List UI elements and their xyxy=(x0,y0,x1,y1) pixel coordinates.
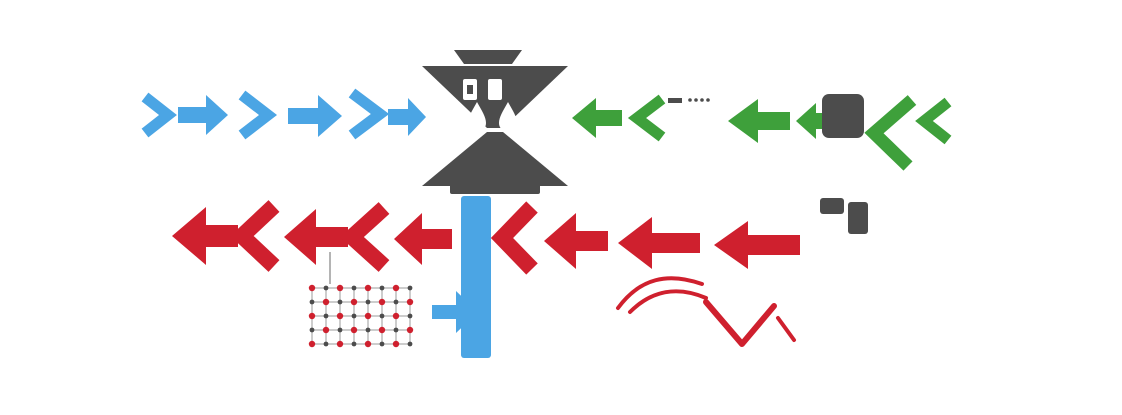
red-arrow-icon xyxy=(394,213,452,265)
lattice-atom xyxy=(309,327,315,333)
red-zigzag xyxy=(703,299,777,347)
lattice-atom xyxy=(364,284,372,292)
hourglass-base xyxy=(450,182,540,194)
lattice-atom xyxy=(407,341,413,347)
dot-mark xyxy=(694,98,698,102)
lattice-atom xyxy=(407,285,413,291)
lattice-atom xyxy=(350,326,358,334)
card-icon-mark xyxy=(467,85,473,94)
red-arrow-sequence-left xyxy=(172,200,452,272)
lattice-atom xyxy=(406,298,414,306)
top-row xyxy=(141,50,952,194)
blue-bar xyxy=(461,196,491,358)
droplet-icon xyxy=(468,102,486,132)
hourglass-cap xyxy=(454,50,522,64)
red-chevron-icon xyxy=(490,201,538,275)
dot-mark xyxy=(700,98,704,102)
red-chevron-icon xyxy=(230,200,280,272)
lattice-atom xyxy=(308,340,316,348)
red-arrow-icon xyxy=(172,207,238,265)
lattice-atom xyxy=(351,341,357,347)
lattice-atom xyxy=(350,298,358,306)
red-arrow-sequence-right xyxy=(490,201,800,275)
lattice-atom xyxy=(379,341,385,347)
lattice-atom xyxy=(308,312,316,320)
red-swoosh xyxy=(616,276,704,310)
dark-block xyxy=(848,202,868,234)
green-chevron-icon xyxy=(915,97,952,145)
red-tick xyxy=(776,316,796,342)
green-arrow-icon xyxy=(572,98,622,138)
blue-arrow-icon xyxy=(288,95,342,137)
lattice-atom xyxy=(365,327,371,333)
dark-blocks xyxy=(820,198,868,234)
hourglass-bottom-bulb xyxy=(422,132,568,186)
lattice-atom xyxy=(309,299,315,305)
lattice-atom xyxy=(351,285,357,291)
dark-block xyxy=(820,198,844,214)
red-arrow-icon xyxy=(284,209,348,265)
red-arrow-icon xyxy=(618,217,700,269)
bottom-row xyxy=(172,196,868,358)
lattice-atom xyxy=(392,284,400,292)
lattice-atom xyxy=(323,341,329,347)
lattice-atom xyxy=(379,313,385,319)
crystal-lattice xyxy=(308,284,414,348)
lattice-atom xyxy=(378,326,386,334)
lattice-atom xyxy=(379,285,385,291)
lattice-atom xyxy=(336,340,344,348)
red-arrow-icon xyxy=(714,221,800,269)
red-arrow-icon xyxy=(544,213,608,269)
lattice-atom xyxy=(337,299,343,305)
hourglass-icon xyxy=(422,50,568,194)
lattice-atom xyxy=(392,340,400,348)
red-swoosh xyxy=(628,289,708,314)
lattice-atom xyxy=(336,312,344,320)
blue-chevron-icon xyxy=(348,88,390,140)
dot-mark xyxy=(706,98,710,102)
lattice-atom xyxy=(364,340,372,348)
dash-mark xyxy=(668,98,682,103)
lattice-atom xyxy=(308,284,316,292)
lattice-atom xyxy=(337,327,343,333)
card-icon xyxy=(488,79,502,100)
lattice-atom xyxy=(407,313,413,319)
red-chevron-icon xyxy=(340,202,390,272)
lattice-atom xyxy=(365,299,371,305)
lattice-atom xyxy=(336,284,344,292)
green-arrow-sequence xyxy=(572,94,952,171)
lattice-atom xyxy=(393,299,399,305)
dash-dot-marks xyxy=(668,98,710,103)
droplet-icon xyxy=(499,102,517,132)
lattice-atom xyxy=(323,285,329,291)
blue-arrow-icon xyxy=(388,98,426,136)
blue-chevron-icon xyxy=(238,90,278,140)
cube-icon xyxy=(822,94,864,138)
lattice-atom xyxy=(392,312,400,320)
red-curves xyxy=(616,276,796,347)
green-chevron-icon xyxy=(627,94,666,142)
lattice-atom xyxy=(406,326,414,334)
green-arrow-icon xyxy=(728,99,790,143)
green-chevron-icon xyxy=(864,95,917,171)
lattice-atom xyxy=(364,312,372,320)
lattice-atom xyxy=(322,298,330,306)
blue-arrow-sequence xyxy=(141,88,426,140)
lattice-atom xyxy=(378,298,386,306)
green-arrow-icon xyxy=(796,103,836,139)
lattice-atom xyxy=(323,313,329,319)
lattice-atom xyxy=(322,326,330,334)
blue-arrow-icon xyxy=(178,95,228,135)
dot-mark xyxy=(688,98,692,102)
lattice-atom xyxy=(351,313,357,319)
lattice-atom xyxy=(393,327,399,333)
blue-chevron-icon xyxy=(141,92,177,138)
